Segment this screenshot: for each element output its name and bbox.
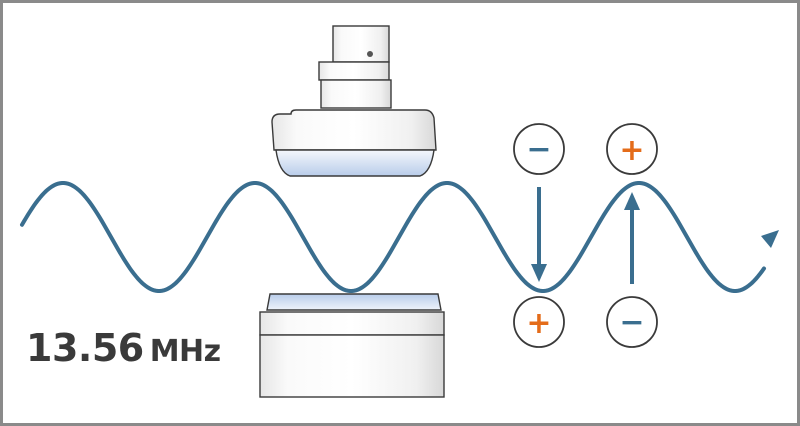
charge-bottom-left-sign: + [526, 306, 551, 341]
charge-bottom-right-sign: − [619, 305, 644, 340]
charge-top-right: + [606, 123, 658, 175]
frequency-value: 13.56 [26, 326, 144, 370]
wave-arrowhead [761, 230, 779, 248]
charge-bottom-right: − [606, 296, 658, 348]
up-arrow [624, 192, 640, 284]
charge-top-left: − [513, 123, 565, 175]
charge-top-left-sign: − [526, 132, 551, 167]
upper-electrode [271, 25, 437, 177]
lower-electrode [259, 293, 445, 398]
frequency-unit: MHz [149, 334, 221, 369]
rf-sine-wave [20, 181, 766, 293]
down-arrow [531, 187, 547, 282]
charge-top-right-sign: + [619, 133, 644, 168]
charge-bottom-left: + [513, 296, 565, 348]
